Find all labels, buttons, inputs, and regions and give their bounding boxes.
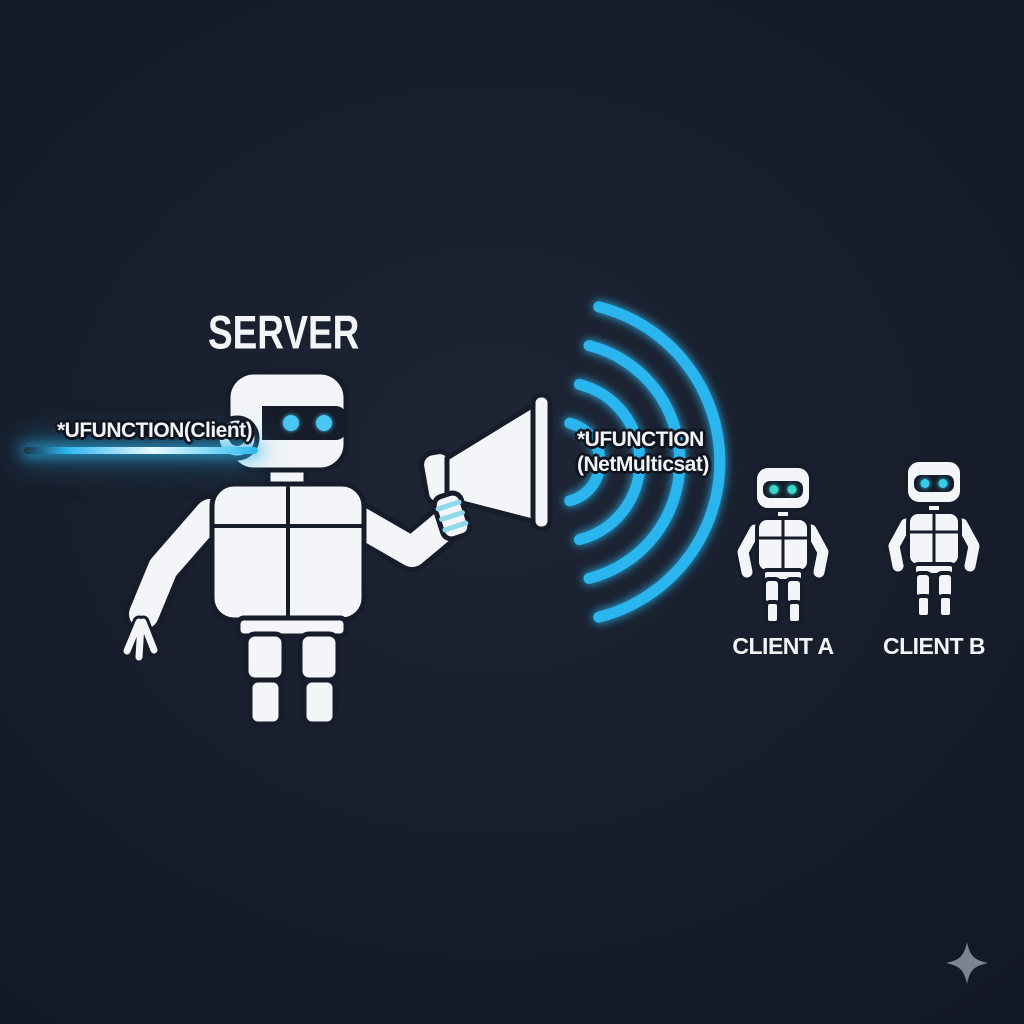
- server-robot-eye-left: [283, 415, 299, 431]
- server-robot-eye-right: [316, 415, 332, 431]
- glow-line: [24, 447, 258, 454]
- server-robot-hand: [431, 490, 473, 542]
- server-robot-head: [214, 369, 349, 473]
- client-b-robot-icon: [894, 460, 974, 617]
- ufunction-multicast-line1: *UFUNCTION: [577, 428, 704, 451]
- server-robot-left-arm: [120, 494, 230, 664]
- server-robot-visor: [262, 406, 346, 440]
- server-label: SERVER: [208, 306, 360, 359]
- sound-wave-arc: [564, 417, 606, 507]
- server-robot-body: [209, 457, 367, 727]
- server-robot-right-arm: [340, 502, 468, 572]
- ufunction-client-label: *UFUNCTION(Client): [57, 419, 253, 442]
- server-robot-icon: [120, 369, 553, 727]
- sound-wave-arc: [593, 301, 726, 623]
- sparkle-icon: [946, 942, 988, 984]
- client-a-label: CLIENT A: [732, 633, 834, 659]
- sound-wave-arc: [583, 340, 686, 584]
- client-a-robot-icon: [743, 466, 823, 623]
- client-b-label: CLIENT B: [882, 633, 986, 659]
- megaphone-icon: [419, 392, 553, 539]
- ufunction-multicast-label: *UFUNCTION (NetMulticsat): [577, 427, 709, 477]
- broadcast-waves-icon: [564, 301, 726, 623]
- sound-wave-arc: [573, 378, 646, 546]
- ufunction-multicast-line2: (NetMulticsat): [577, 453, 709, 476]
